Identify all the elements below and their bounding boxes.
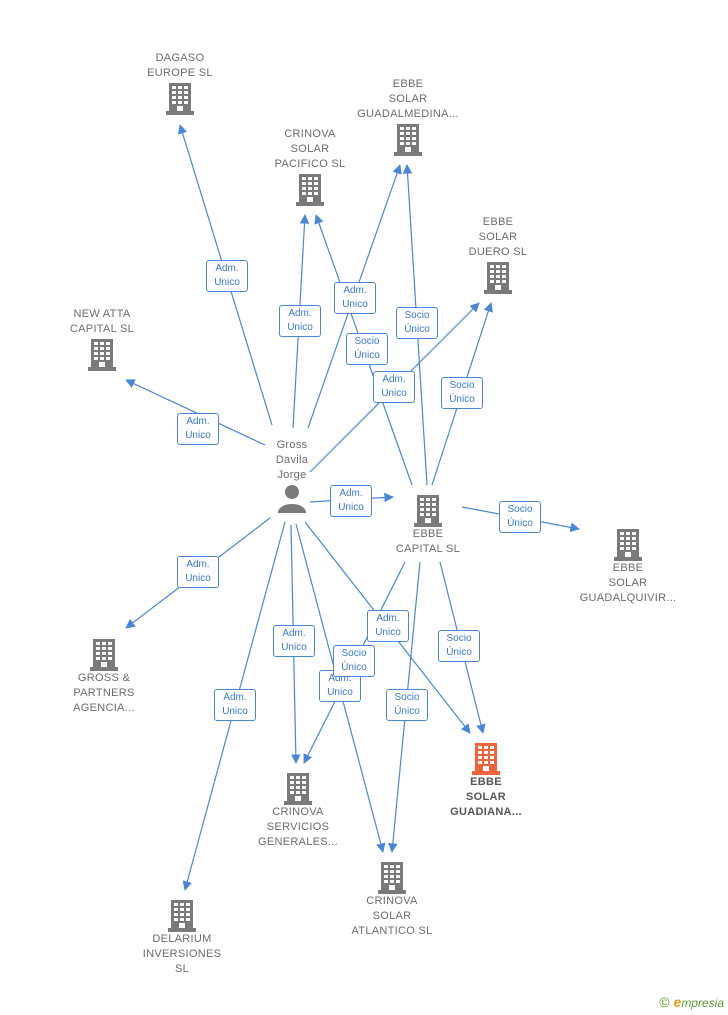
company-icon [327,860,457,894]
edge-label[interactable]: Socio Único [346,333,388,365]
edge-label[interactable]: Adm. Unico [373,371,415,403]
edge-label[interactable]: Socio Único [441,377,483,409]
edge-gross-newatta [125,379,266,446]
edge-label[interactable]: Socio Único [386,689,428,721]
edge-label[interactable]: Adm. Unico [273,625,315,657]
node-label: EBBE SOLAR GUADIANA... [450,776,522,818]
node-label: Gross Davila Jorge [275,439,309,481]
node-label: GROSS & PARTNERS AGENCIA... [73,672,135,714]
edge-label[interactable]: Adm. Unico [177,556,219,588]
node-label: EBBE SOLAR GUADALMEDINA... [357,78,459,120]
edge-label[interactable]: Adm. Unico [214,689,256,721]
company-icon [563,527,693,561]
empresia-logo: empresia [673,994,724,1010]
edge-label[interactable]: Adm. Unico [177,413,219,445]
node-atlantico[interactable]: CRINOVA SOLAR ATLANTICO SL [327,860,457,939]
edge-label[interactable]: Adm. Unico [334,282,376,314]
node-label: EBBE SOLAR DUERO SL [468,216,528,258]
node-label: CRINOVA SOLAR PACIFICO SL [274,128,346,170]
edge-label[interactable]: Adm. Unico [330,485,372,517]
node-servicios[interactable]: CRINOVA SERVICIOS GENERALES... [233,771,363,850]
edge-label[interactable]: Socio Único [499,501,541,533]
person-icon [227,483,357,513]
company-icon [363,493,493,527]
node-gross[interactable]: Gross Davila Jorge [227,438,357,513]
node-dagaso[interactable]: DAGASO EUROPE SL [115,51,245,115]
company-icon [433,260,563,294]
node-newatta[interactable]: NEW ATTA CAPITAL SL [37,307,167,371]
node-label: EBBE CAPITAL SL [395,528,461,555]
node-grosspartners[interactable]: GROSS & PARTNERS AGENCIA... [39,637,169,716]
node-label: CRINOVA SOLAR ATLANTICO SL [351,895,433,937]
node-guadalmedina[interactable]: EBBE SOLAR GUADALMEDINA... [343,77,473,156]
edge-label[interactable]: Socio Único [333,645,375,677]
company-icon [343,122,473,156]
node-pacifico[interactable]: CRINOVA SOLAR PACIFICO SL [245,127,375,206]
node-label: DAGASO EUROPE SL [147,52,213,79]
node-label: EBBE SOLAR GUADALQUIVIR... [579,562,677,604]
edge-label[interactable]: Socio Único [396,307,438,339]
edge-label[interactable]: Adm. Unico [206,260,248,292]
company-icon [39,637,169,671]
node-guadiana[interactable]: EBBE SOLAR GUADIANA... [421,741,551,820]
edge-label[interactable]: Socio Único [438,630,480,662]
node-label: DELARIUM INVERSIONES SL [142,933,222,975]
company-icon [115,81,245,115]
node-label: CRINOVA SERVICIOS GENERALES... [257,806,338,848]
node-guadalquivir[interactable]: EBBE SOLAR GUADALQUIVIR... [563,527,693,606]
company-icon [245,172,375,206]
edge-label[interactable]: Adm. Unico [279,305,321,337]
company-icon [421,741,551,775]
node-delarium[interactable]: DELARIUM INVERSIONES SL [117,898,247,977]
empresia-credit: © empresia [659,994,724,1010]
company-icon [37,337,167,371]
node-ebbecapital[interactable]: EBBE CAPITAL SL [363,493,493,557]
company-icon [117,898,247,932]
node-duero[interactable]: EBBE SOLAR DUERO SL [433,215,563,294]
node-label: NEW ATTA CAPITAL SL [69,308,135,335]
copyright-symbol: © [659,994,670,1010]
company-icon [233,771,363,805]
edge-label[interactable]: Adm. Unico [367,610,409,642]
